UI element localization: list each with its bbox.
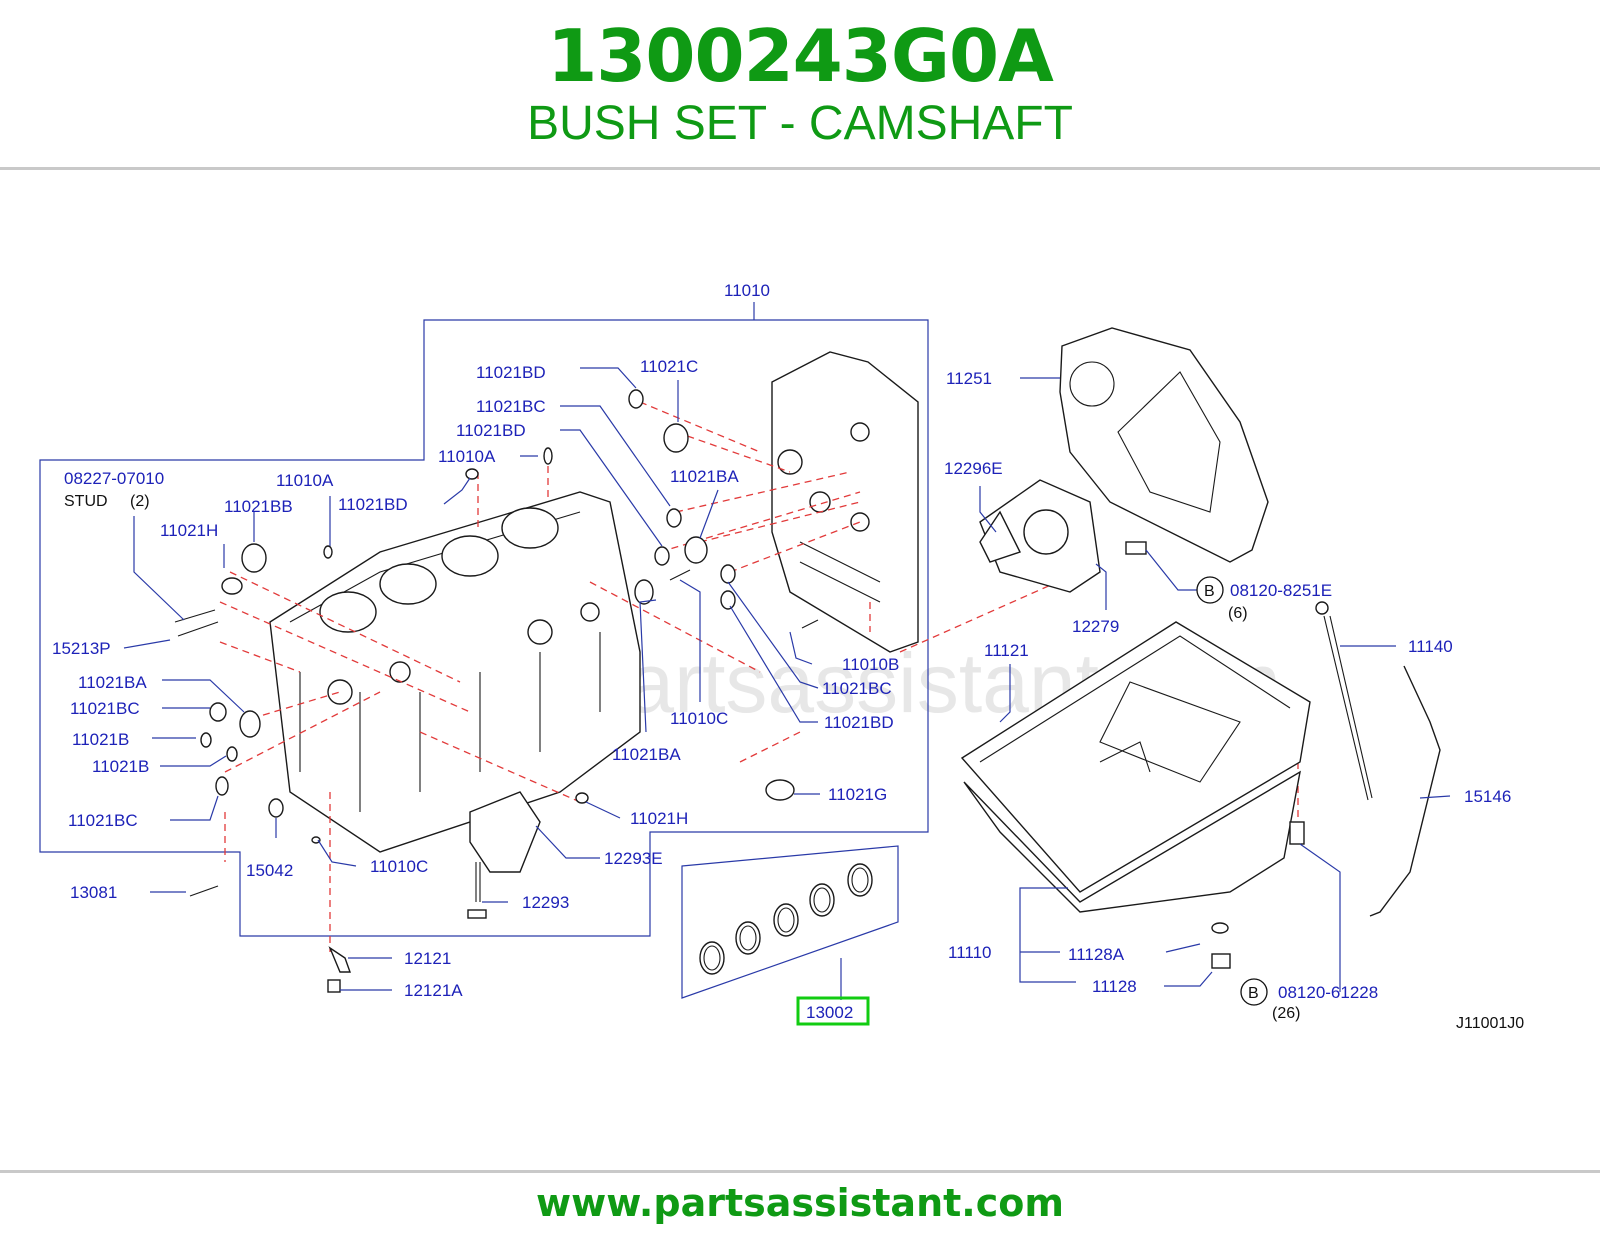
label-11021bd-b: 11021BD [456, 421, 526, 440]
label-11021b-b: 11021B [92, 757, 149, 776]
label-15213p: 15213P [52, 639, 111, 658]
label-08120-61228: 08120-61228 [1278, 983, 1378, 1002]
label-12296e: 12296E [944, 459, 1003, 478]
label-11251: 11251 [946, 369, 992, 388]
label-stud-qty: (2) [130, 493, 150, 510]
label-12121: 12121 [404, 949, 451, 968]
part-number-title: 1300243G0A [547, 14, 1054, 98]
label-15042: 15042 [246, 861, 293, 880]
label-11021bd-d: 11021BD [824, 713, 894, 732]
label-13002: 13002 [806, 1003, 853, 1022]
camshaft-bushes-drawing [699, 863, 873, 975]
label-12121a: 12121A [404, 981, 463, 1000]
label-15146: 15146 [1464, 787, 1511, 806]
label-11021bc-c: 11021BC [68, 811, 138, 830]
label-b-circle-a: B [1204, 583, 1215, 600]
label-11021bc-b: 11021BC [70, 699, 140, 718]
label-11121: 11121 [984, 641, 1029, 660]
label-stud: STUD [64, 493, 108, 510]
footer-website-link[interactable]: www.partsassistant.com [536, 1181, 1064, 1225]
label-11128: 11128 [1092, 977, 1137, 996]
label-08120-8251e: 08120-8251E [1230, 581, 1332, 600]
explode-lines [219, 401, 1299, 952]
footer-divider [0, 1170, 1600, 1173]
label-11110: 11110 [948, 943, 992, 962]
label-12293: 12293 [522, 893, 569, 912]
label-11010c-a: 11010C [670, 709, 728, 728]
label-11010a-b: 11010A [276, 471, 334, 490]
leader-lines [123, 367, 1451, 992]
oil-pan-drawing [960, 621, 1311, 913]
label-11010b: 11010B [842, 655, 899, 674]
exploded-view-svg: www.partsassistant.com [39, 281, 1524, 1032]
part-name-subtitle: BUSH SET - CAMSHAFT [527, 97, 1073, 150]
label-11021bb: 11021BB [224, 497, 293, 516]
label-11021ba-a: 11021BA [670, 467, 739, 486]
label-11021ba-b: 11021BA [78, 673, 147, 692]
rear-plate-drawing [1059, 327, 1269, 563]
label-11021bc-d: 11021BC [822, 679, 892, 698]
small-parts [174, 389, 819, 897]
b-circle-icon-a [1196, 576, 1224, 604]
cylinder-block-drawing [269, 491, 641, 853]
label-11010a-a: 11010A [438, 447, 496, 466]
label-11021h-b: 11021H [630, 809, 688, 828]
block-rear-face-drawing [771, 351, 919, 653]
b-circle-icon-b [1240, 978, 1268, 1006]
label-11021h-a: 11021H [160, 521, 218, 540]
label-11010c-b: 11010C [370, 857, 428, 876]
diagram-code: J11001J0 [1456, 1015, 1524, 1032]
drain-plug-drawing [1211, 821, 1305, 969]
label-11021b-a: 11021B [72, 730, 129, 749]
label-qty-6: (6) [1228, 605, 1248, 622]
label-12293e: 12293E [604, 849, 663, 868]
label-11021c: 11021C [640, 357, 698, 376]
header-divider [0, 167, 1600, 170]
label-b-circle-b: B [1248, 985, 1259, 1002]
label-11140: 11140 [1408, 637, 1453, 656]
main-bearing-cap-drawing [467, 791, 541, 919]
parts-diagram: www.partsassistant.com [0, 172, 1600, 1170]
page-header: 1300243G0A BUSH SET - CAMSHAFT [0, 0, 1600, 168]
label-11021g: 11021G [828, 785, 887, 804]
highlight-box-13002 [796, 996, 870, 1026]
label-11021bd-c: 11021BD [338, 495, 408, 514]
label-11021bd-a: 11021BD [476, 363, 546, 382]
label-11021ba-c: 11021BA [612, 745, 681, 764]
label-11010: 11010 [724, 281, 770, 300]
oil-seal-retainer-drawing [979, 479, 1147, 593]
label-11128a: 11128A [1068, 945, 1125, 964]
label-13081: 13081 [70, 883, 117, 902]
cylinder-block-group-outline [39, 319, 929, 937]
label-08227-07010: 08227-07010 [64, 469, 164, 488]
label-12279: 12279 [1072, 617, 1119, 636]
oil-jet-drawing [327, 946, 351, 993]
dipstick-drawing [1315, 601, 1441, 917]
part-labels: 11010 11021BD 11021C 11021BC 11021BD 110… [52, 281, 1524, 1032]
label-11021bc-a: 11021BC [476, 397, 546, 416]
bush-set-group-outline [681, 845, 899, 999]
label-qty-26: (26) [1272, 1005, 1300, 1022]
